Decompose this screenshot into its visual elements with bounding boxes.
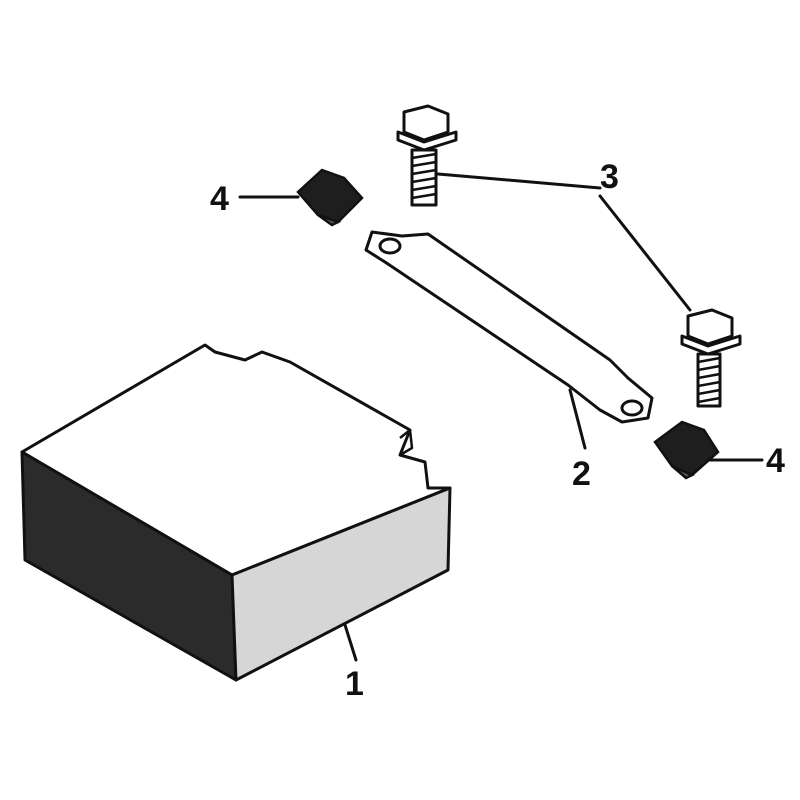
leader-2: [568, 388, 587, 450]
battery-side-face: [230, 486, 452, 682]
callout-4-right: 4: [766, 442, 785, 480]
bolt-lower-threads: [697, 356, 721, 404]
nut-lower-body: [653, 420, 720, 477]
leader-3-lower: [598, 194, 692, 312]
nut-upper-face: [317, 213, 342, 227]
bolt-upper-flange: [396, 130, 458, 152]
callout-4-left: 4: [210, 180, 229, 218]
battery-strap: [364, 230, 654, 424]
nut-lower-face: [671, 464, 695, 480]
battery-terminal-notch: [399, 428, 414, 457]
callout-2: 2: [572, 455, 591, 493]
nut-upper-body: [296, 168, 364, 224]
bolt-upper-threads: [411, 152, 437, 200]
leader-lines: [238, 172, 764, 662]
bolt-upper-head: [402, 104, 450, 142]
nut-upper: [296, 168, 364, 227]
bolt-upper: [396, 104, 458, 207]
callout-3: 3: [600, 158, 619, 196]
strap-hole-upper: [378, 237, 402, 255]
battery: [20, 343, 452, 682]
nut-lower: [653, 420, 720, 480]
bolt-lower-head: [686, 308, 734, 346]
callout-1: 1: [345, 665, 364, 703]
bolt-lower-flange: [680, 334, 742, 356]
bolt-lower: [680, 308, 742, 408]
leader-3-upper: [436, 172, 602, 190]
strap-hole-lower: [620, 399, 644, 417]
leader-1: [343, 623, 358, 662]
strap-body: [364, 230, 654, 424]
